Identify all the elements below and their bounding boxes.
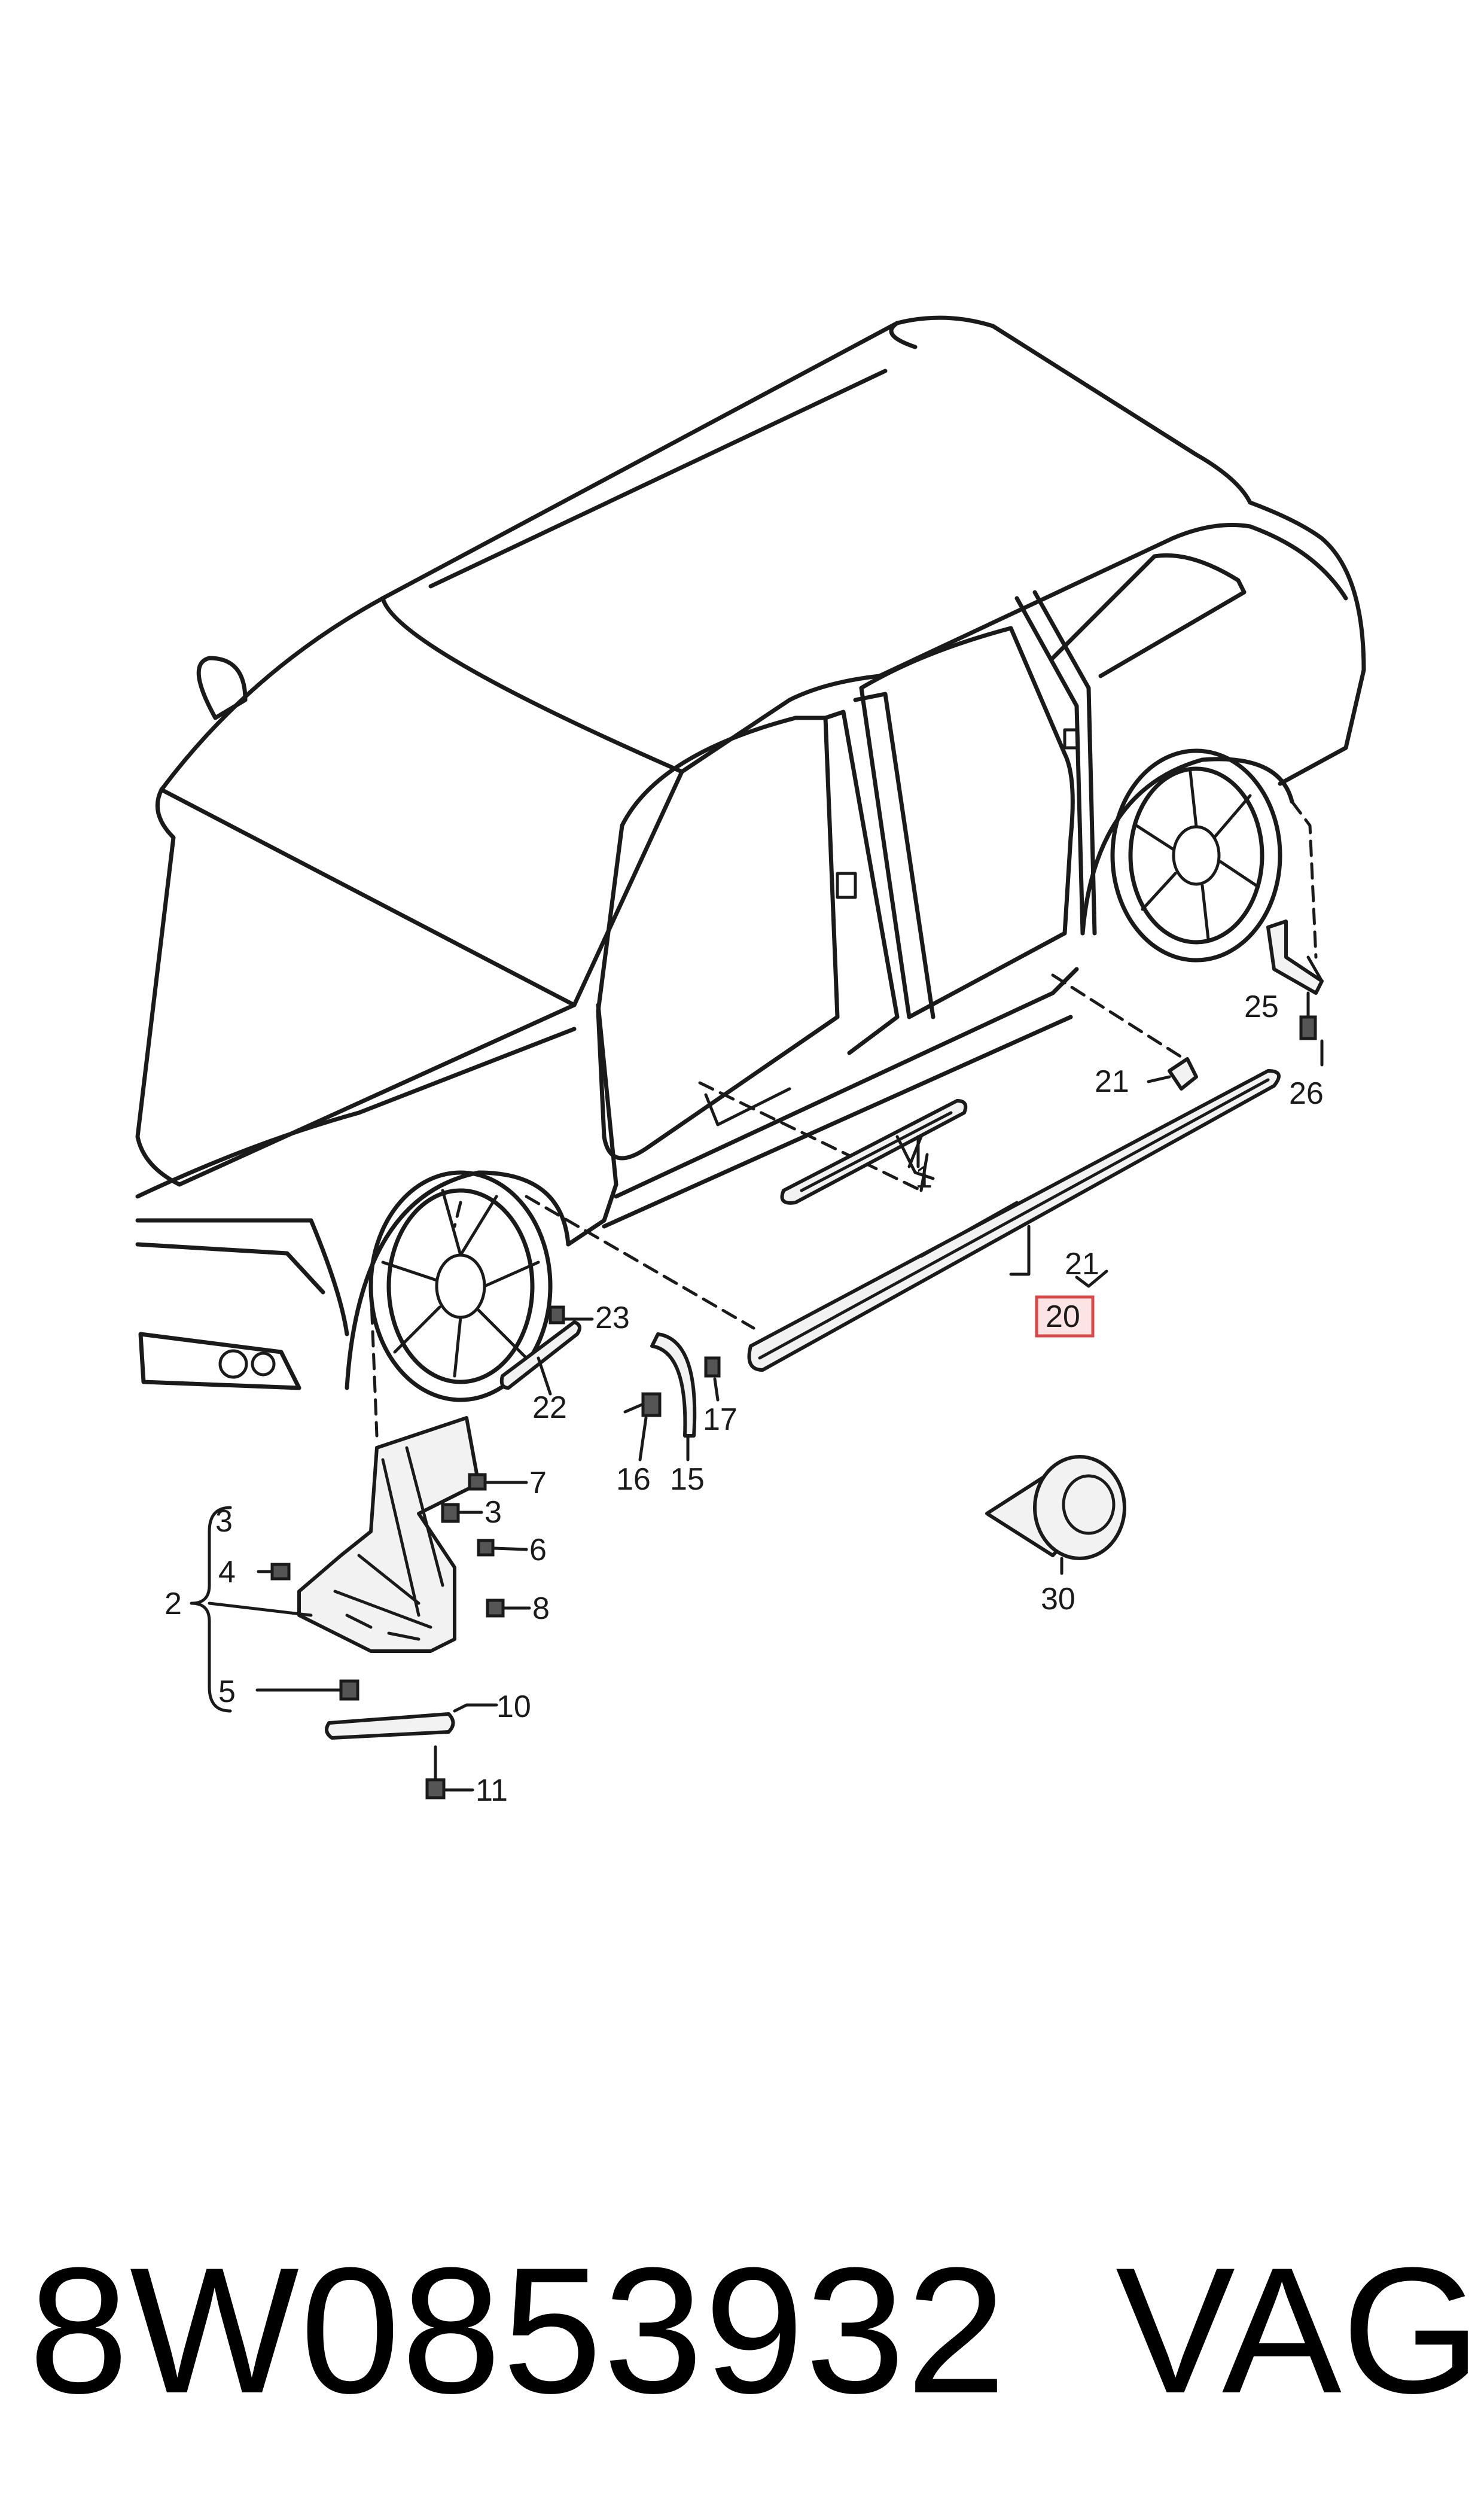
callout-6: 6 [529,1533,547,1567]
callout-5: 5 [218,1674,236,1709]
part-3-clip-upper [441,1503,460,1523]
part-11-screw [425,1745,446,1800]
callout-11: 11 [476,1773,508,1808]
part-22-trim [499,1320,581,1390]
callout-15: 15 [670,1462,705,1497]
callout-8: 8 [532,1591,550,1626]
part-23-clip [548,1305,565,1325]
part-26-screw [1299,991,1317,1040]
part-16-rivet [623,1392,662,1417]
part-30-tape-roll [985,1455,1126,1560]
callout-30: 30 [1041,1582,1075,1616]
part-5-nut [339,1679,359,1701]
part-20-sill-trim-strip [747,1069,1281,1372]
brand-label: VAG [1116,2230,1482,2431]
callout-22: 22 [532,1390,567,1425]
callout-10: 10 [496,1689,531,1724]
part-1-door-sill-trim [780,1099,968,1205]
part-6-screw [477,1539,495,1557]
callout-21-strip: 21 [1065,1247,1099,1281]
part-2-wheel-arch-liner [297,1416,480,1653]
callout-4: 4 [218,1555,236,1590]
callout-21-clip: 21 [1095,1064,1129,1099]
callout-20-highlight [1035,1295,1095,1338]
callouts: 1 2 3 3 4 5 6 7 8 10 11 15 16 17 20 21 2… [164,989,1324,1808]
callout-2: 2 [164,1587,182,1621]
part-15-trim [650,1332,697,1438]
part-7-screw [468,1473,487,1491]
part-10-trim [325,1712,455,1740]
callout-26: 26 [1289,1076,1324,1111]
parts-diagram: 1 2 3 3 4 5 6 7 8 10 11 15 16 17 20 21 2… [135,315,1366,1808]
part-number: 8W0853932 [29,2230,1007,2431]
leader-lines [190,955,1324,1792]
callout-3-upper: 3 [215,1504,233,1539]
callout-1: 1 [915,1160,933,1195]
callout-7: 7 [529,1466,547,1500]
part-17-clip [704,1356,721,1378]
part-4-nut [270,1563,291,1581]
callout-16: 16 [616,1462,651,1497]
callout-3-clip: 3 [484,1495,502,1530]
callout-17: 17 [703,1402,738,1437]
car-outline [135,315,1366,1438]
part-21-clip [1168,1057,1198,1091]
callout-25: 25 [1244,989,1279,1024]
callout-20: 20 [1046,1299,1080,1334]
callout-23: 23 [595,1301,630,1335]
part-8-screw [486,1599,505,1618]
